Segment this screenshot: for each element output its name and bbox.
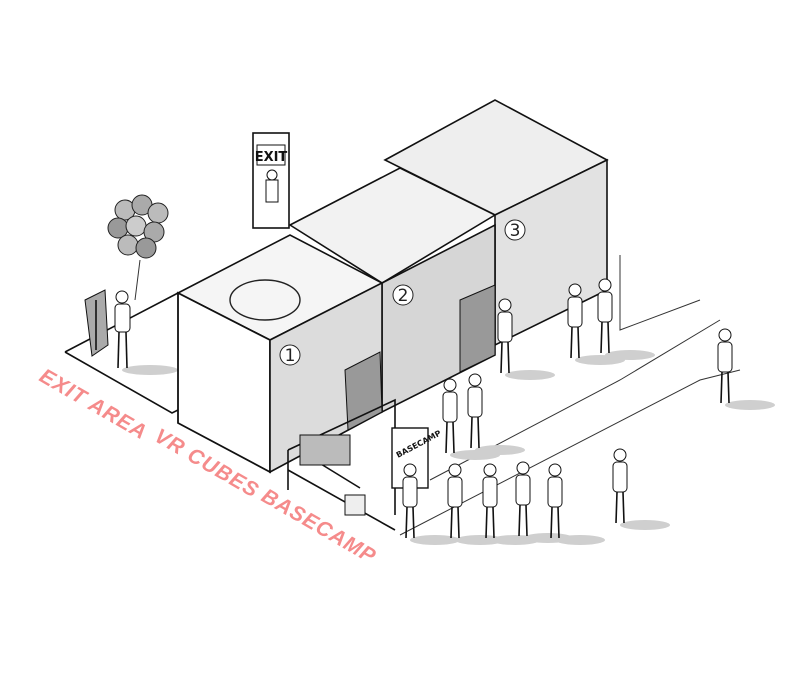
visitors (402, 278, 775, 545)
person-figure (402, 463, 460, 545)
person-figure (717, 328, 775, 410)
exit-sign-text: EXIT (255, 150, 288, 165)
vr-cube-1: 1 (176, 234, 384, 474)
exit-sign: EXIT (252, 132, 290, 229)
person-figure (497, 298, 555, 380)
cube-number-3: 3 (510, 221, 521, 241)
person-figure (442, 378, 500, 460)
person-figure (597, 278, 655, 360)
kiosk-exit (84, 289, 109, 357)
person-figure (612, 448, 670, 530)
basecamp-area (287, 398, 396, 531)
cube-number-1: 1 (285, 346, 296, 366)
person-figure (482, 463, 540, 545)
person-exit (114, 290, 178, 375)
cube-number-2: 2 (398, 286, 409, 306)
person-figure (515, 461, 573, 543)
balloons (107, 194, 169, 301)
basecamp-sign: BASECAMP (391, 427, 443, 489)
vr-cube-2: 2 (288, 167, 497, 414)
label-exit-area: EXIT AREA (36, 364, 152, 444)
person-figure (547, 463, 605, 545)
person-figure (447, 463, 505, 545)
person-figure (467, 373, 525, 455)
